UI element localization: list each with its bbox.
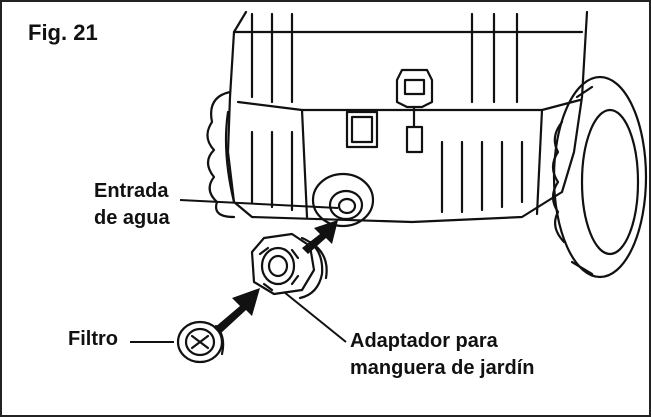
filter-label: Filtro [68,326,118,353]
filter-label-text: Filtro [68,326,118,353]
machine-body [228,12,587,222]
adapter-label-line-2: manguera de jardín [350,355,535,382]
water-inlet-label-line-2: de agua [94,205,170,232]
adapter-label-line-1: Adaptador para [350,328,535,355]
figure-number: Fig. 21 [28,20,98,46]
water-inlet-port [313,174,373,226]
arrow-to-adapter [214,288,260,334]
leader-adapter [284,292,346,342]
adapter-label: Adaptador para manguera de jardín [350,328,535,382]
water-inlet-label: Entrada de agua [94,178,170,232]
water-inlet-label-line-1: Entrada [94,178,170,205]
